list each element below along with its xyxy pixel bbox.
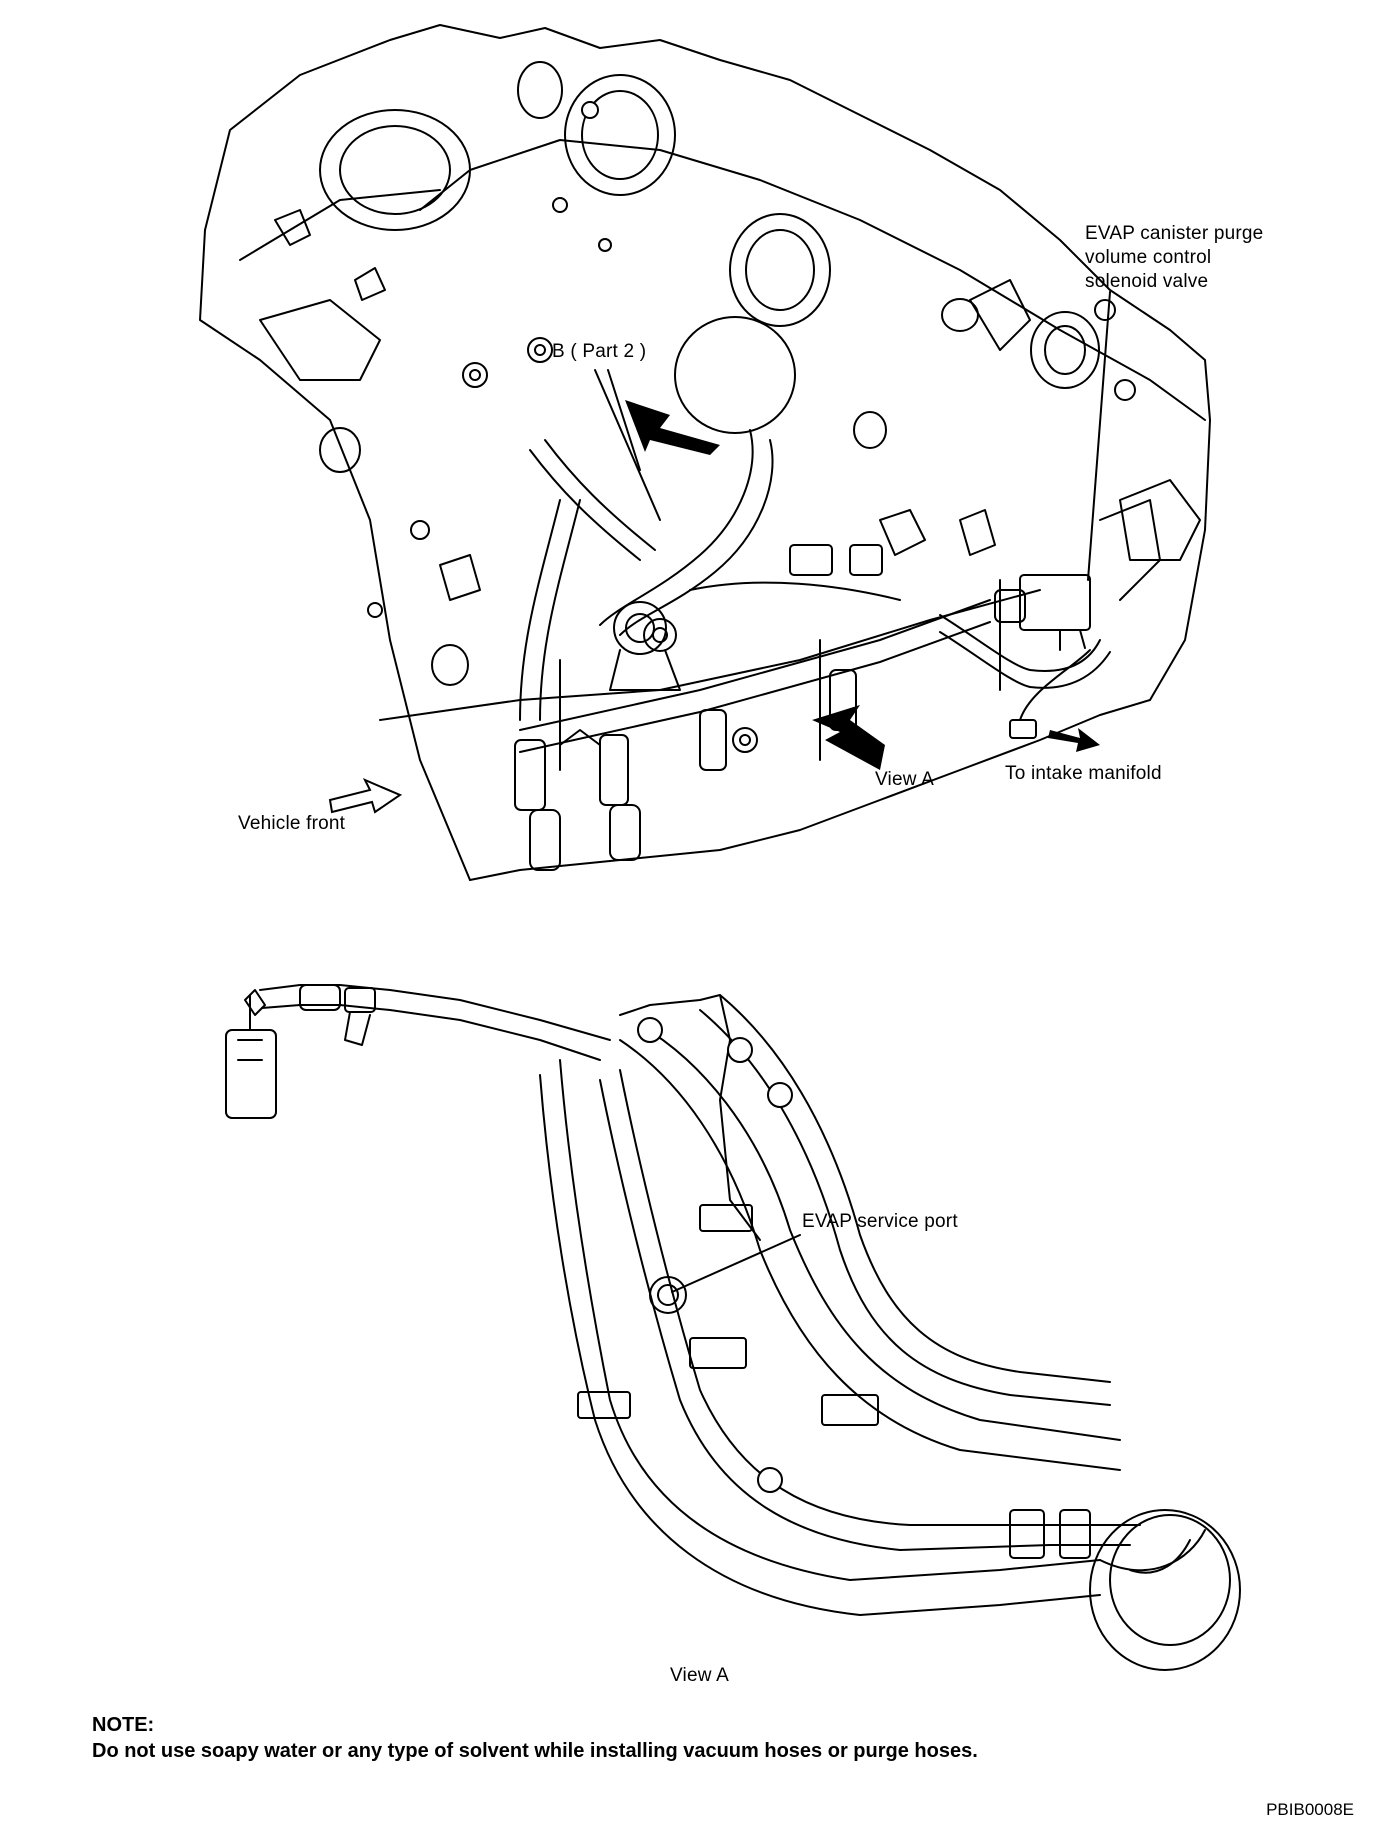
vehicle-front-arrow-icon [328, 778, 403, 814]
leader-b-part2-b [594, 369, 661, 521]
leader-solenoid [1087, 291, 1111, 581]
note-title: NOTE: [92, 1714, 155, 1736]
arrow-view-a-icon [812, 705, 885, 770]
small-hardware [274, 209, 996, 601]
label-view-a-bottom: View A [670, 1665, 729, 1686]
fuel-pressure-regulator [609, 601, 681, 691]
arrow-b-part2-icon [625, 400, 720, 455]
leader-b-part2 [607, 369, 641, 471]
view-a-hoses [225, 984, 1241, 1671]
label-vehicle-front: Vehicle front [238, 813, 346, 834]
engine-block-outline [199, 24, 1211, 881]
bolt-heads [367, 101, 1136, 753]
label-view-a-top: View A [875, 769, 934, 790]
figure-code: PBIB0008E [1266, 1800, 1354, 1819]
label-b-part2: B ( Part 2 ) [552, 341, 647, 362]
label-evap-purge-line1: EVAP canister purge [1085, 223, 1264, 244]
label-evap-purge-line3: solenoid valve [1085, 271, 1209, 292]
cylinder-ports [319, 61, 1100, 686]
label-evap-service-port: EVAP service port [802, 1211, 958, 1232]
note-text: Do not use soapy water or any type of so… [92, 1740, 978, 1762]
arrow-intake-icon [1048, 728, 1100, 752]
leader-service-port [671, 1234, 801, 1293]
engine-hoses [519, 429, 1111, 739]
label-to-intake-manifold: To intake manifold [1005, 763, 1162, 784]
fuel-rail-and-injectors [514, 599, 991, 871]
purge-solenoid-valve [994, 499, 1161, 651]
label-evap-purge-line2: volume control [1085, 247, 1212, 268]
